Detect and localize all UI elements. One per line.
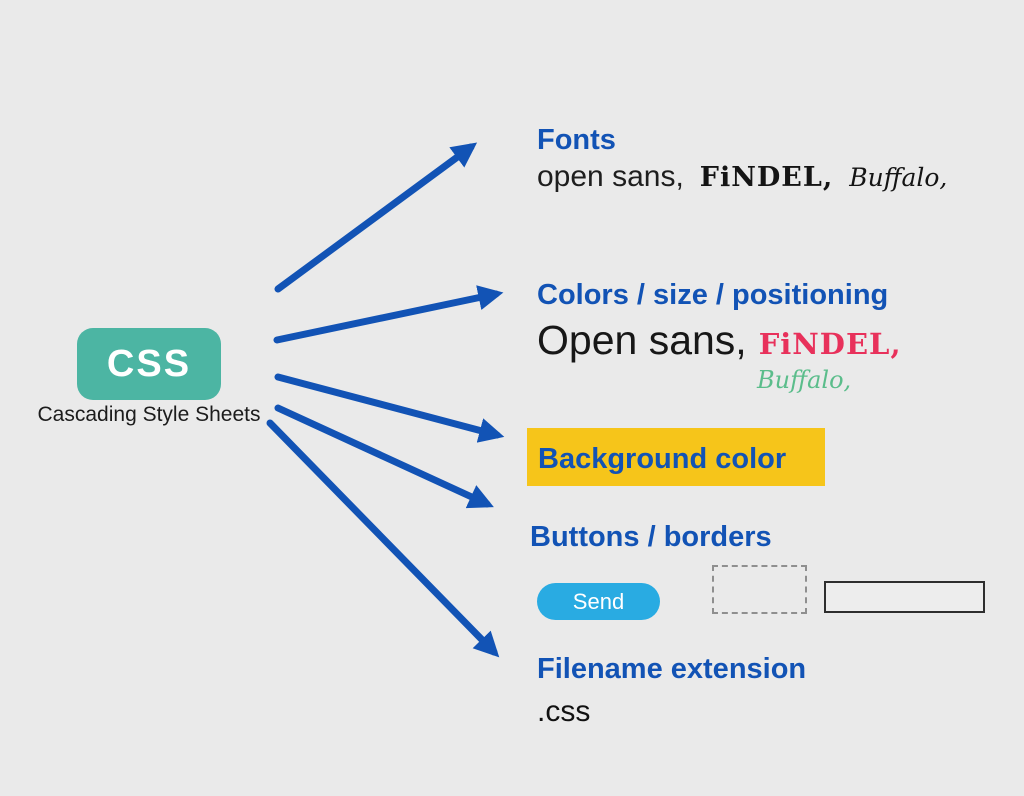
background-color-highlight: Background color	[527, 428, 825, 486]
colors-sample-findel: FiNDEL,	[758, 327, 902, 361]
colors-size-positioning-title: Colors / size / positioning	[537, 279, 889, 311]
fonts-sample-findel: FiNDEL,	[699, 162, 834, 193]
css-node-caption: Cascading Style Sheets	[37, 403, 261, 426]
arrow-to-buttons-borders	[274, 404, 494, 509]
css-node: CSS	[77, 328, 221, 400]
fonts-sample-buffalo: Buffalo,	[849, 163, 948, 192]
buttons-borders-title: Buttons / borders	[530, 521, 772, 553]
dashed-border-sample	[712, 565, 807, 614]
fonts-title: Fonts	[537, 124, 616, 156]
css-node-label: CSS	[106, 342, 192, 385]
colors-sample-buffalo: Buffalo,	[757, 366, 852, 394]
arrow-to-fonts	[274, 142, 478, 293]
arrow-to-colors	[273, 285, 504, 344]
colors-sample-open-sans: Open sans,	[537, 317, 747, 363]
arrow-to-filename-extension	[266, 419, 500, 658]
background-color-title: Background color	[538, 443, 787, 475]
colors-sample-row: Open sans, FiNDEL,	[537, 317, 902, 364]
send-button[interactable]: Send	[537, 583, 660, 620]
filename-extension-title: Filename extension	[537, 653, 807, 685]
filename-extension-value: .css	[537, 695, 591, 728]
fonts-sample-open-sans: open sans,	[537, 160, 684, 193]
solid-border-sample	[824, 581, 985, 613]
arrow-to-background-color	[274, 373, 505, 443]
fonts-sample-row: open sans, FiNDEL, Buffalo,	[537, 160, 947, 194]
